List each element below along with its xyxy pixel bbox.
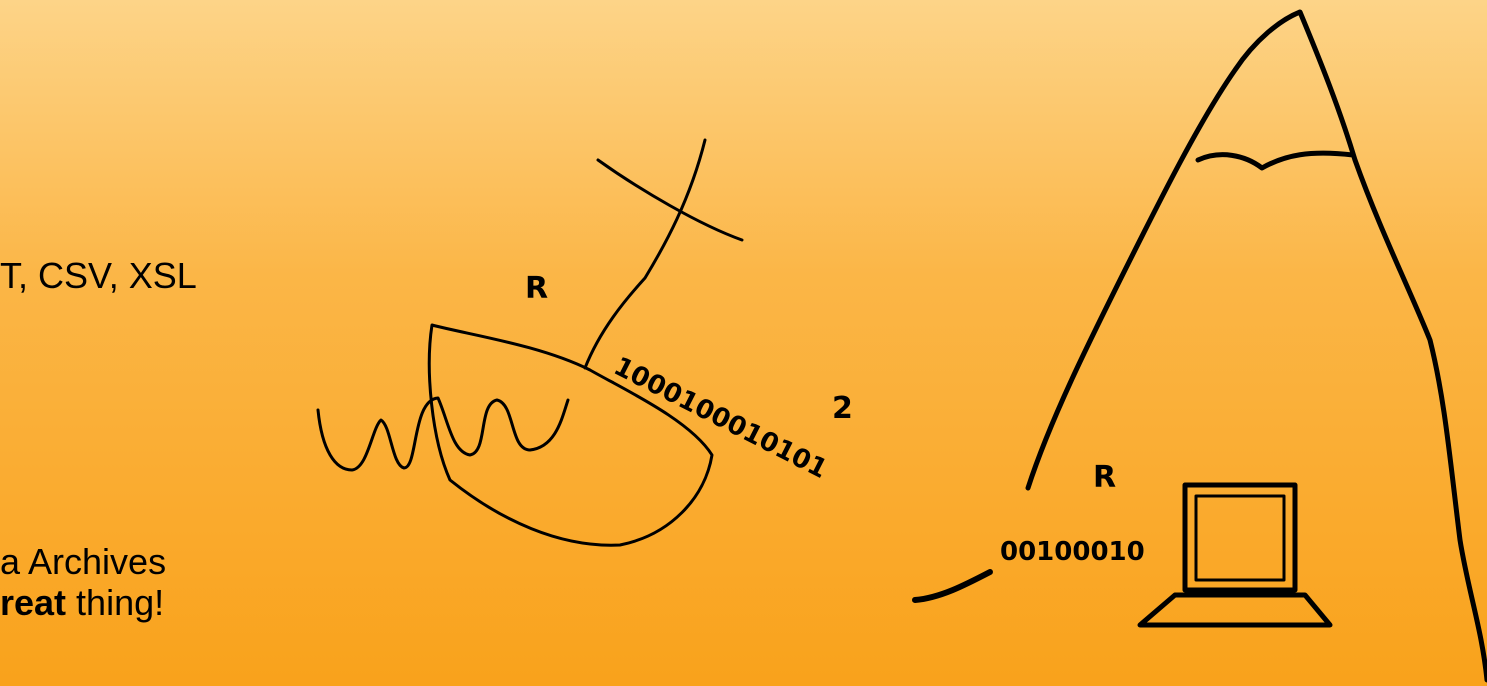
bold-word: reat: [0, 582, 67, 623]
r-label-top: R: [525, 271, 548, 306]
mountain-icon: [1025, 9, 1487, 683]
binary-stream-flat: 00100010: [1000, 537, 1145, 567]
wave-squiggle-icon: [316, 396, 570, 472]
trailing-words: thing!: [66, 582, 165, 623]
r-label-right: R: [1093, 460, 1116, 495]
two-label: 2: [832, 391, 853, 426]
ground-stroke: [912, 569, 993, 603]
bullet-great-thing-text: reat thing!: [0, 582, 164, 624]
bullet-archives-text: a Archives: [0, 541, 167, 582]
laptop-icon: [1137, 482, 1333, 628]
bullet-formats-text: T, CSV, XSL: [0, 255, 197, 296]
satellite-dish-icon: [427, 138, 744, 547]
binary-stream-diagonal: 1000100010101: [609, 352, 832, 486]
